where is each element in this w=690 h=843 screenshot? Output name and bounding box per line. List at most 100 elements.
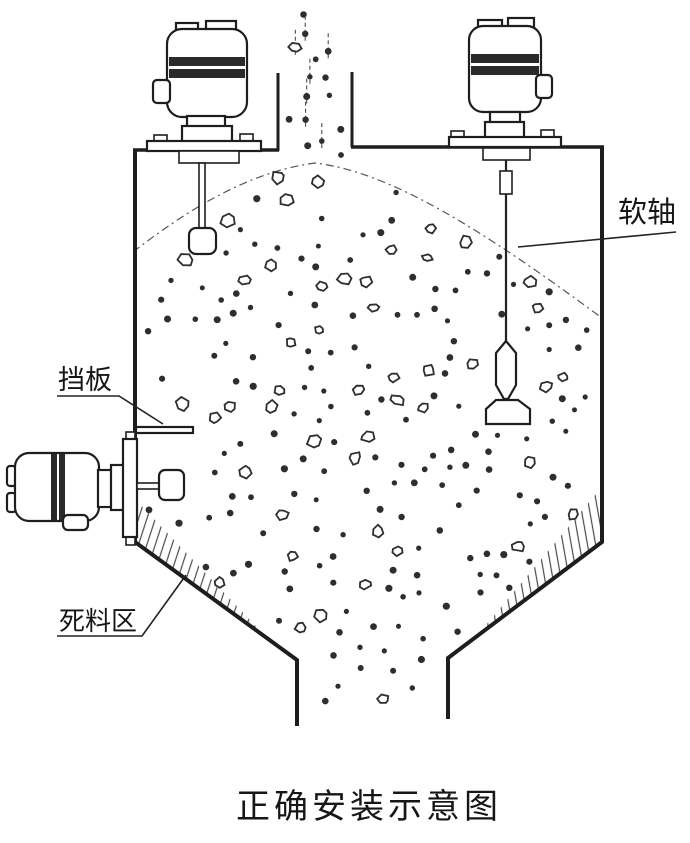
material-dot [452, 287, 459, 294]
material-lump [293, 621, 307, 634]
material-dot [378, 396, 385, 403]
material-lump [524, 455, 536, 470]
material-dot [410, 479, 418, 487]
material-dot [211, 352, 218, 359]
material-dot [226, 509, 234, 517]
material-dot [506, 584, 513, 591]
material-lump [420, 253, 434, 262]
material-dot [229, 309, 237, 317]
mounting-flange [447, 135, 563, 149]
material-dot [237, 440, 244, 447]
material-dot [237, 227, 243, 233]
material-dot [331, 439, 338, 446]
baffle-plate [134, 425, 195, 435]
material-lump [387, 372, 401, 384]
material-dot [270, 430, 278, 438]
material-lump [376, 693, 390, 704]
material-dot [260, 530, 267, 537]
material-lump [285, 337, 297, 348]
material-dot [287, 290, 294, 297]
material-dot [391, 480, 398, 486]
material-dot [343, 608, 349, 615]
material-lump [538, 380, 554, 394]
material-dot [319, 138, 325, 144]
material-dot [516, 492, 523, 499]
material-dot [192, 316, 199, 323]
paddle [187, 226, 218, 256]
silo-left-wall [133, 149, 299, 726]
material-lump [310, 174, 326, 190]
material-dot [145, 506, 153, 514]
material-lump [264, 258, 277, 273]
material-dot [330, 579, 337, 586]
material-dot [364, 409, 371, 416]
material-dot [335, 683, 341, 689]
material-lump [335, 272, 353, 286]
material-dot [572, 407, 577, 413]
dead-zone-leader-line [57, 574, 187, 637]
material-dot [450, 338, 458, 345]
material-lump [176, 253, 194, 267]
material-dot [276, 617, 282, 624]
dead-zone-hatch-left [135, 501, 268, 639]
material-dot [357, 665, 364, 671]
material-dot [396, 623, 401, 629]
material-dot [564, 482, 572, 489]
material-lump [279, 193, 295, 207]
material-dot [360, 232, 366, 238]
flange-fitting [178, 150, 240, 164]
material-dot [464, 268, 471, 275]
material-dot [462, 461, 470, 469]
material-dot [199, 285, 205, 291]
material-dot [305, 348, 312, 355]
material-lump [238, 464, 253, 480]
material-lump [522, 274, 538, 289]
material-dot [347, 257, 354, 263]
cable-gland [61, 513, 90, 532]
material-dot [218, 297, 224, 303]
material-dot [381, 648, 387, 654]
material-dot [549, 418, 555, 424]
material-dot [328, 403, 334, 410]
material-dot [477, 571, 483, 578]
material-lump [237, 274, 252, 286]
material-dot [442, 602, 450, 610]
paddle [157, 468, 186, 502]
material-dot [318, 215, 325, 222]
material-dot [232, 378, 240, 385]
material-dot [454, 628, 461, 635]
material-lump [313, 608, 328, 624]
material-lump [366, 303, 381, 313]
material-dot [311, 301, 319, 309]
material-dot [409, 273, 417, 281]
material-dot [545, 288, 553, 296]
material-particles [144, 11, 590, 705]
material-dot [398, 513, 405, 521]
material-dot [432, 285, 439, 293]
material-dot [228, 493, 236, 500]
material-lump [265, 398, 279, 415]
material-lump [424, 223, 438, 235]
sensor-band [169, 57, 245, 66]
flexible-shaft-leader-line [517, 231, 677, 248]
material-dot [363, 487, 370, 494]
material-dot [313, 497, 319, 503]
mounting-flange [145, 139, 263, 153]
material-dot [496, 253, 503, 260]
material-dot [312, 263, 320, 271]
material-lump [213, 575, 226, 589]
cable-gland [534, 73, 554, 100]
material-dot [291, 490, 298, 498]
material-dot [315, 243, 321, 249]
material-dot [281, 568, 288, 575]
rigid-shaft-level-sensor [145, 19, 263, 256]
material-dot [416, 590, 422, 596]
material-dot [456, 403, 462, 409]
material-dot [206, 514, 213, 521]
material-dot [493, 572, 500, 579]
cable-sleeve [499, 170, 513, 195]
material-dot [337, 125, 345, 133]
material-dot [498, 310, 506, 318]
material-lump [208, 411, 223, 425]
material-lump [286, 550, 300, 563]
